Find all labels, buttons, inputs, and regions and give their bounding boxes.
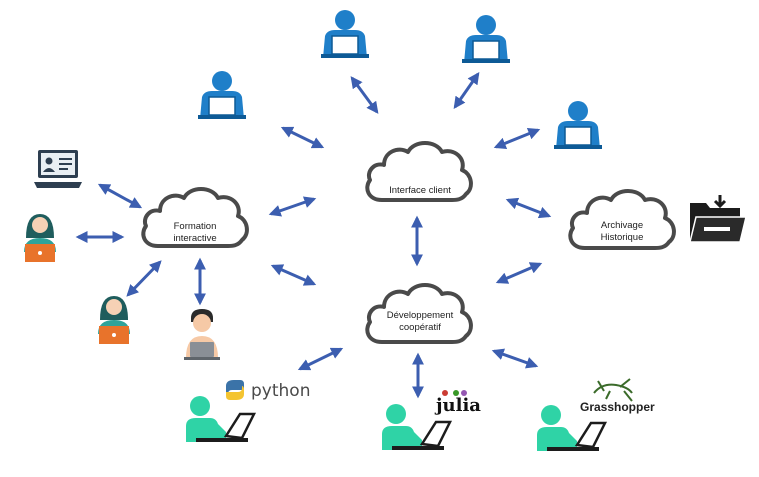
arrow-user4-client (493, 128, 541, 149)
cloud-developpement-cooperatif: Développement coopératif (365, 283, 473, 344)
user-business-icon (554, 101, 602, 149)
arrow-user2-client (453, 72, 480, 109)
cloud-label-line1: Développement (387, 310, 454, 321)
user-business-icon (321, 10, 369, 58)
cloud-formation-interactive: Formation interactive (141, 187, 249, 248)
coder-laptop-icon (382, 404, 453, 450)
cloud-label-line2: Historique (601, 232, 644, 243)
grasshopper-logo-text: Grasshopper (580, 400, 655, 414)
grasshopper-logo-icon: Grasshopper (580, 378, 655, 414)
coder-laptop-icon (537, 405, 608, 451)
cloud-label-line2: coopératif (399, 322, 441, 333)
student-laptop-icon (24, 214, 56, 262)
cloud-interface-client: Interface client (365, 141, 473, 202)
arrow-user3-client (280, 126, 325, 149)
arrow-student2-formation (126, 260, 162, 297)
archive-folder-icon (689, 195, 747, 243)
python-logo-text: python (251, 381, 310, 401)
user-business-icon (462, 15, 510, 63)
arrow-formation-client (268, 196, 317, 217)
arrow-elearning-formation (97, 183, 143, 209)
cloud-label-line2: interactive (173, 233, 216, 244)
python-logo-icon: python (226, 380, 310, 401)
cloud-label: Interface client (389, 185, 451, 196)
developer-icon (184, 309, 220, 360)
elearning-screen-icon (34, 150, 82, 188)
cloud-label-line1: Archivage (601, 220, 643, 231)
coder-laptop-icon (186, 396, 257, 442)
arrow-client-archivage (505, 197, 552, 219)
arrow-user1-client (350, 76, 379, 114)
user-business-icon (198, 71, 246, 119)
connection-arrows (75, 72, 552, 399)
arrow-formation-developpement (270, 264, 317, 286)
student-laptop-icon (98, 296, 130, 344)
arrow-grasshopper-developpement (491, 348, 539, 369)
cloud-archivage-historique: Archivage Historique (568, 189, 676, 250)
julia-logo-icon: julia (434, 390, 481, 416)
julia-logo-text: julia (434, 395, 481, 416)
arrow-developpement-archivage (495, 262, 543, 284)
cloud-label-line1: Formation (174, 221, 217, 232)
arrow-python-developpement (297, 347, 344, 371)
